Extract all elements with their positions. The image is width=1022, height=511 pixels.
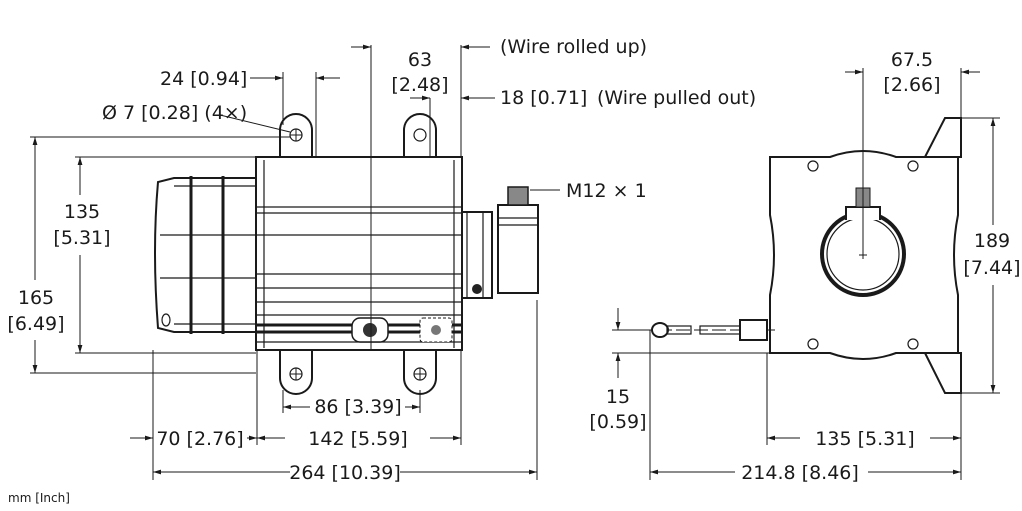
dim-86: 86 [3.39] — [314, 396, 401, 418]
main-body — [255, 156, 463, 351]
dim-214-8: 214.8 [8.46] — [741, 462, 859, 484]
mounting-lug — [279, 113, 313, 157]
dim-135: 135 — [64, 201, 100, 223]
dim-18: 18 [0.71] — [500, 87, 587, 109]
dim-63: 63 — [408, 49, 432, 71]
wire-rolled-up-note: (Wire rolled up) — [500, 36, 647, 58]
dim-15-inch: [0.59] — [589, 411, 646, 433]
mounting-lug — [279, 350, 313, 395]
wire-end — [640, 319, 775, 341]
dim-165: 165 — [18, 287, 54, 309]
dim-135-inch: [5.31] — [53, 227, 110, 249]
dim-264: 264 [10.39] — [289, 462, 401, 484]
dim-24: 24 [0.94] — [160, 68, 247, 90]
mounting-lug — [403, 113, 437, 157]
dimension-labels: 63 [2.48] (Wire rolled up) 24 [0.94] Ø 7… — [7, 36, 1020, 505]
dim-142: 142 [5.59] — [308, 428, 407, 450]
mounting-lug — [403, 350, 437, 395]
dim-135-front: 135 [5.31] — [815, 428, 914, 450]
units-note: mm [Inch] — [8, 491, 70, 505]
front-cap — [154, 176, 258, 334]
dim-67-5-inch: [2.66] — [883, 74, 940, 96]
front-view — [612, 68, 1000, 480]
wire-pulled-out-note: (Wire pulled out) — [597, 87, 756, 109]
hole-diameter: Ø 7 [0.28] (4×) — [102, 102, 247, 124]
dim-67-5: 67.5 — [891, 49, 933, 71]
dim-189-inch: [7.44] — [963, 257, 1020, 279]
dim-63-inch: [2.48] — [391, 74, 448, 96]
side-view — [30, 44, 560, 480]
dim-70: 70 [2.76] — [156, 428, 243, 450]
dim-15: 15 — [606, 386, 630, 408]
dim-189: 189 — [974, 230, 1010, 252]
dim-165-inch: [6.49] — [7, 313, 64, 335]
connector-housing — [461, 186, 539, 299]
connector-label: M12 × 1 — [566, 180, 647, 202]
m12-connector — [507, 186, 529, 206]
